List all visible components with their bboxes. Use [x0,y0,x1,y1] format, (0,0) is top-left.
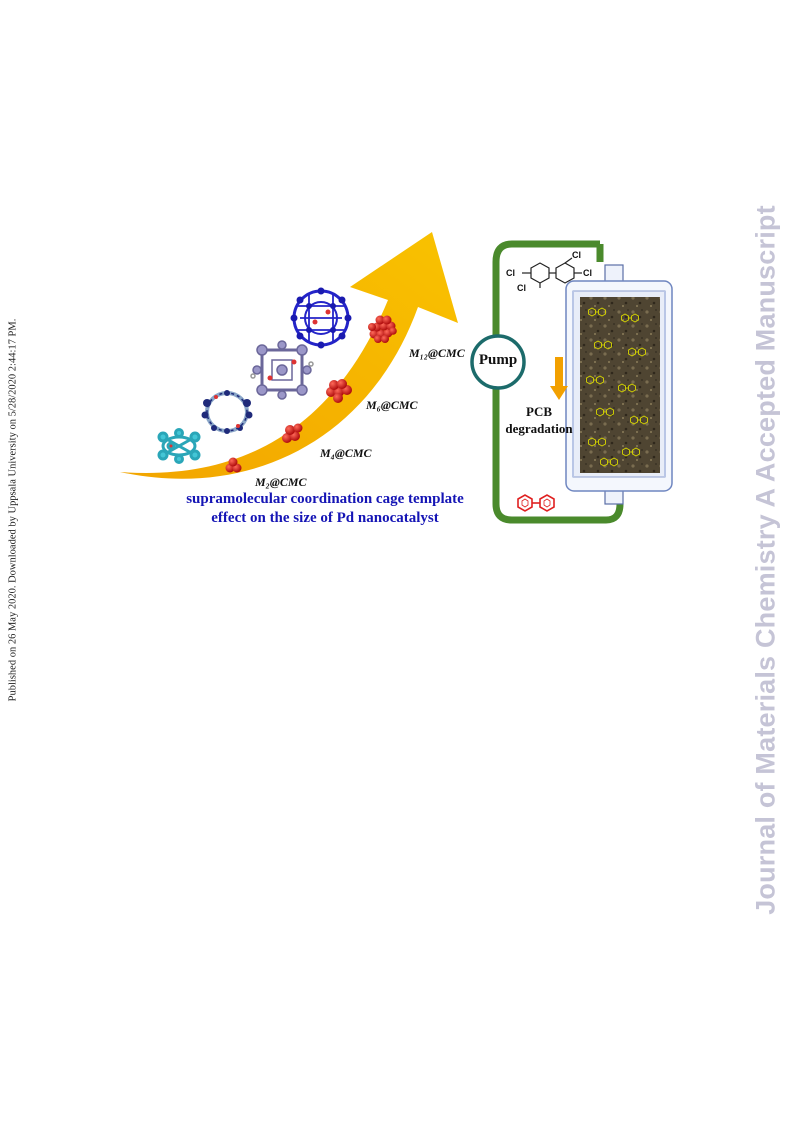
chlorine-label: Cl [506,268,515,278]
m4-nanoparticle-cluster [282,423,303,443]
m6-nanoparticle-cluster [326,379,352,403]
figure-caption-line1: supramolecular coordination cage templat… [186,491,464,507]
figure-caption: supramolecular coordination cage templat… [160,490,490,528]
packed-column [565,264,673,505]
m12-cage-icon [290,287,352,349]
m4-label: M₄@CMC [320,446,372,460]
m4-cage-icon [201,390,253,434]
flow-down-arrow [550,357,568,400]
m2-cage-icon [157,428,201,464]
pump-label: Pump [478,352,518,368]
biphenyl-product-icon [517,494,555,512]
m12-nanoparticle-cluster [368,315,397,343]
m6-cage-icon [250,340,314,400]
m6-label: M₆@CMC [366,398,418,412]
figure-caption-line2: effect on the size of Pd nanocatalyst [211,510,439,526]
chlorine-label: Cl [517,283,526,293]
flow-loop [492,240,624,524]
degradation-label-line1: PCB [526,404,552,419]
m2-nanoparticle-cluster [225,457,242,473]
m2-label: M₂@CMC [255,475,307,489]
growth-arrow [120,232,458,479]
chlorine-label: Cl [572,250,581,260]
degradation-label: PCB degradation [494,403,584,437]
chlorine-label: Cl [583,268,592,278]
pump-icon [470,334,526,390]
m12-label: M₁₂@CMC [409,346,465,360]
degradation-label-line2: degradation [505,421,573,436]
pcb-molecule-icon [522,257,582,288]
